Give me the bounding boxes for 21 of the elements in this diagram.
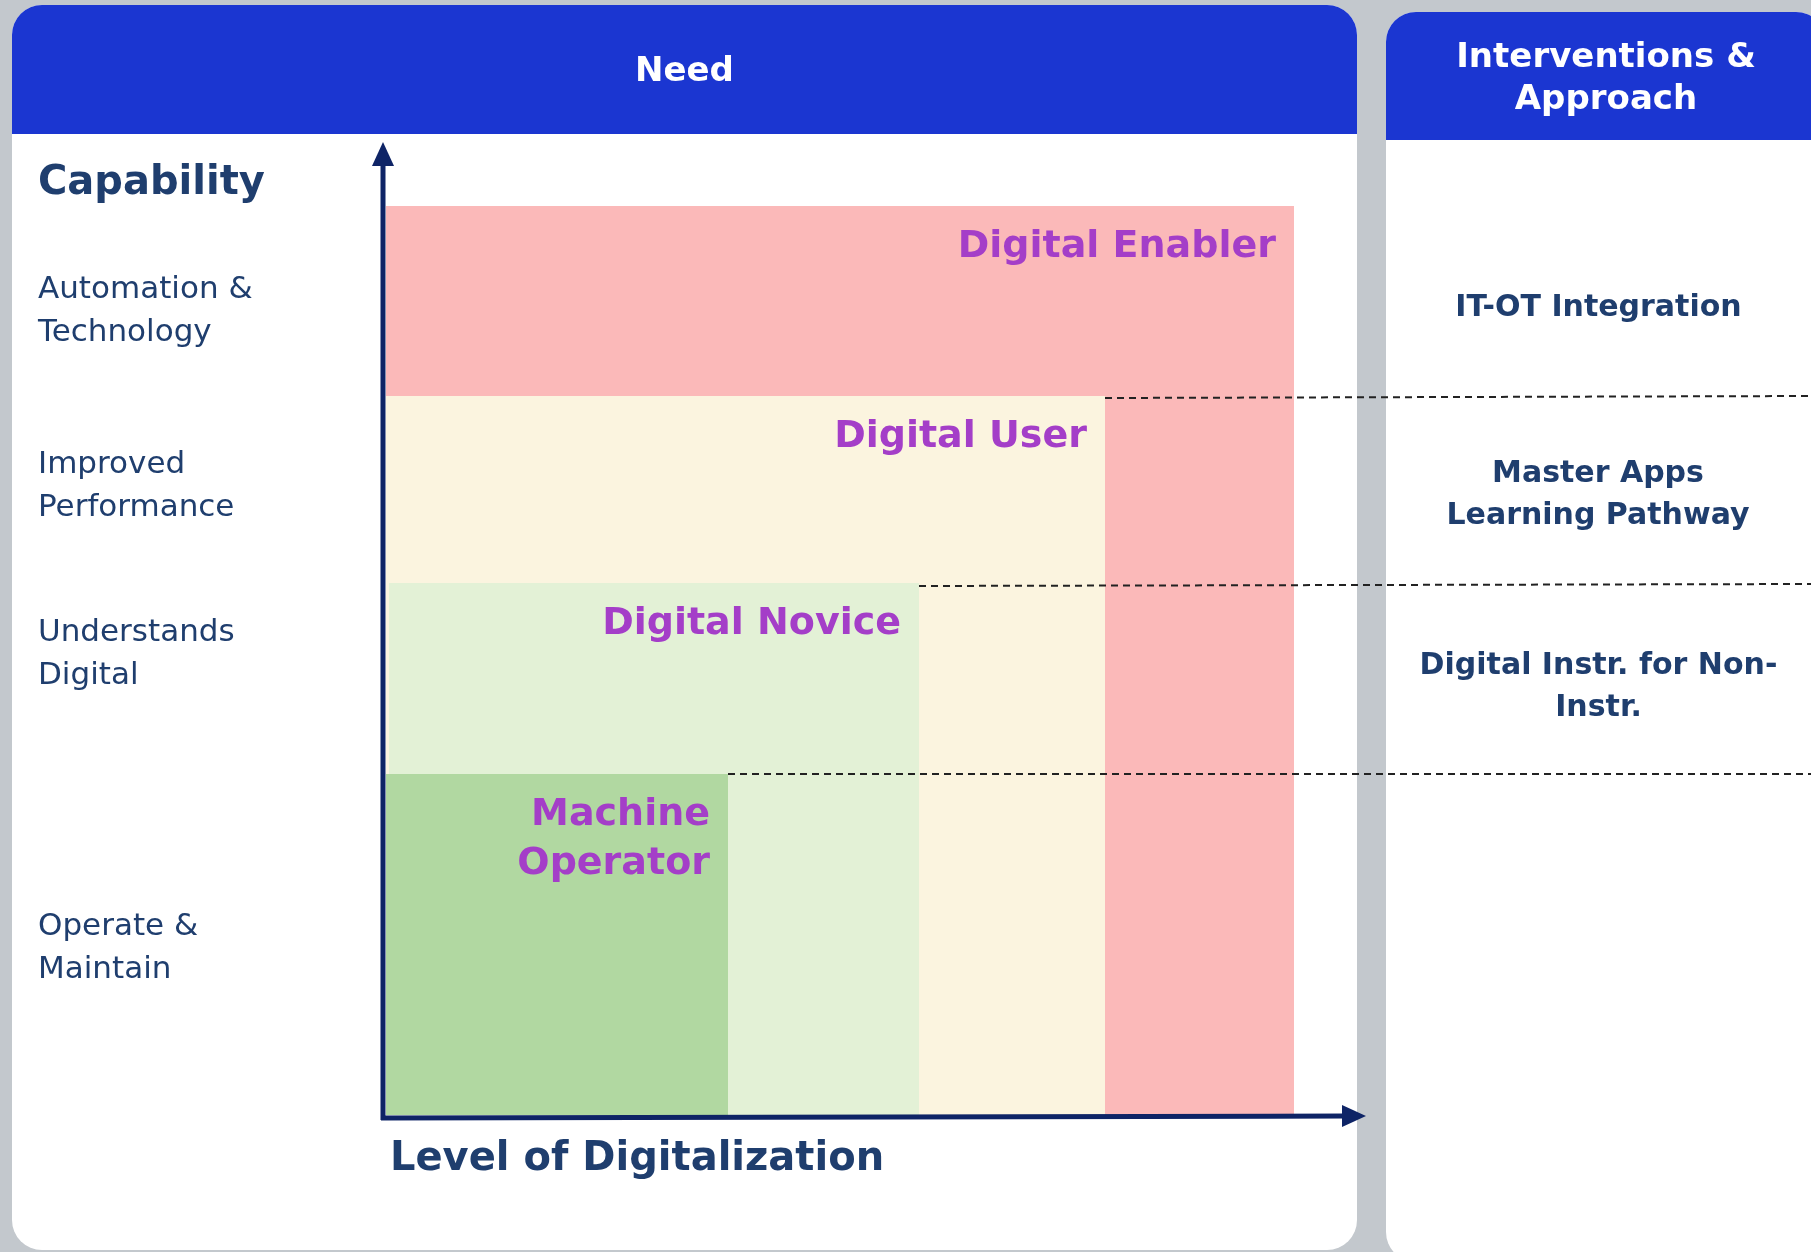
axis-title: IT-OT Integration <box>1454 287 1743 325</box>
level-title: Digital Enabler <box>957 221 1276 268</box>
axis-title: Capability <box>38 156 265 205</box>
level-zone <box>389 583 919 1115</box>
level-label: Improved Performance <box>38 443 236 526</box>
level-title: Digital User <box>834 411 1087 458</box>
axis-title: Master Apps Learning Pathway <box>1445 453 1751 533</box>
level-label: Automation & Technology <box>38 268 254 351</box>
level-title: Digital Novice <box>602 598 901 645</box>
panel-header: Need <box>12 5 1357 134</box>
panel <box>1386 12 1811 1252</box>
level-label: Understands Digital <box>38 611 236 694</box>
level-title: Machine Operator <box>516 789 710 886</box>
axis-title: Digital Instr. for Non- Instr. <box>1418 645 1779 725</box>
level-zone <box>386 396 1105 1115</box>
panel <box>12 5 1357 1250</box>
level-label: Operate & Maintain <box>38 905 200 988</box>
level-zone <box>386 206 1294 1115</box>
axis-title: Level of Digitalization <box>390 1132 885 1181</box>
level-zone <box>386 774 728 1115</box>
panel-header: Interventions & Approach <box>1386 12 1811 140</box>
